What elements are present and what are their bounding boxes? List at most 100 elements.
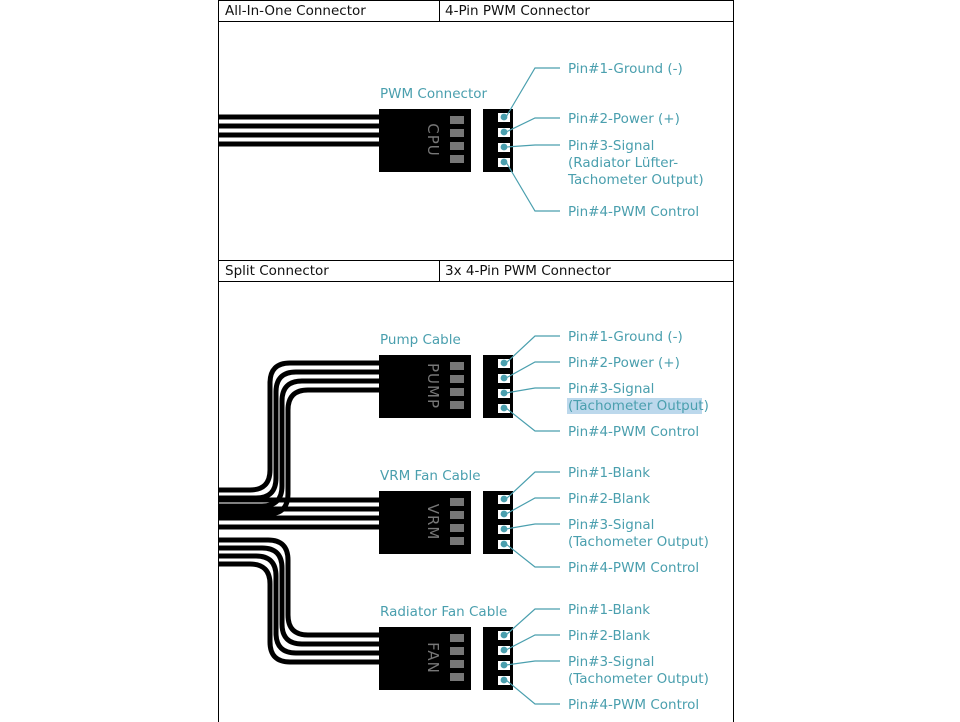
connector-title: VRM Fan Cable bbox=[380, 468, 481, 484]
pin-label: Pin#3-Signal bbox=[568, 654, 654, 670]
connector-title: Radiator Fan Cable bbox=[380, 604, 507, 620]
plug-label: PUMP bbox=[424, 363, 442, 409]
plug-pin bbox=[450, 524, 464, 532]
plug-pin bbox=[450, 116, 464, 124]
cable-wire bbox=[219, 378, 380, 509]
pin-label: Pin#4-PWM Control bbox=[568, 560, 699, 576]
plug-pin bbox=[450, 660, 464, 668]
pin-label: Pin#4-PWM Control bbox=[568, 204, 699, 220]
pin-leader-line bbox=[505, 634, 560, 651]
pin-leader-line bbox=[505, 543, 560, 568]
pin-label: Pin#2-Power (+) bbox=[568, 355, 680, 371]
cable-wire bbox=[219, 561, 380, 665]
pin-leader-line bbox=[505, 335, 560, 364]
pin-label: Pin#2-Power (+) bbox=[568, 111, 680, 127]
cable-wire bbox=[219, 369, 380, 501]
pin-label: Pin#1-Ground (-) bbox=[568, 61, 683, 77]
pin-label: Pin#1-Ground (-) bbox=[568, 329, 683, 345]
plug-pin bbox=[450, 498, 464, 506]
pin-leader-line bbox=[505, 117, 560, 133]
plug-label: VRM bbox=[424, 504, 442, 541]
plug-pin bbox=[450, 647, 464, 655]
pin-label: Pin#3-Signal bbox=[568, 517, 654, 533]
section-header-split: Split Connector 3x 4-Pin PWM Connector bbox=[219, 260, 733, 282]
pin-marker bbox=[500, 158, 508, 166]
pin-marker bbox=[500, 128, 508, 136]
pin-marker bbox=[500, 143, 508, 151]
diagram-frame: All-In-One Connector 4-Pin PWM Connector… bbox=[218, 0, 734, 722]
pin-marker bbox=[500, 676, 508, 684]
plug-pin bbox=[450, 634, 464, 642]
plug-pin bbox=[450, 388, 464, 396]
pin-label: Pin#1-Blank bbox=[568, 602, 650, 618]
connector-vrm: VRM Fan CableVRMPin#1-BlankPin#2-BlankPi… bbox=[379, 465, 709, 576]
pin-label: Tachometer Output) bbox=[567, 172, 704, 188]
pin-marker bbox=[500, 646, 508, 654]
pin-leader-line bbox=[505, 497, 560, 515]
header-aio-connector: All-In-One Connector bbox=[225, 3, 366, 19]
pin-label: Pin#4-PWM Control bbox=[568, 697, 699, 713]
cable-bundle bbox=[219, 114, 380, 665]
pin-label: Pin#4-PWM Control bbox=[568, 424, 699, 440]
pin-marker bbox=[500, 404, 508, 412]
plug-pin bbox=[450, 155, 464, 163]
cable-wire bbox=[219, 537, 380, 638]
pin-marker bbox=[500, 389, 508, 397]
cable-wire bbox=[219, 387, 380, 517]
pin-leader-line bbox=[505, 67, 560, 118]
pin-label: Pin#2-Blank bbox=[568, 491, 650, 507]
cable-wire bbox=[219, 360, 380, 493]
pin-marker bbox=[500, 661, 508, 669]
plug-pin bbox=[450, 142, 464, 150]
header-split-connector: Split Connector bbox=[225, 263, 329, 279]
plug-pin bbox=[450, 401, 464, 409]
pin-leader-line bbox=[505, 161, 560, 212]
text-highlight bbox=[567, 398, 702, 414]
plug-pin bbox=[450, 537, 464, 545]
plug-pin bbox=[450, 673, 464, 681]
pin-leader-line bbox=[505, 660, 560, 666]
pin-label: Pin#2-Blank bbox=[568, 628, 650, 644]
plug-pin bbox=[450, 362, 464, 370]
pin-marker bbox=[500, 510, 508, 518]
pin-leader-line bbox=[505, 679, 560, 705]
pin-marker bbox=[500, 374, 508, 382]
pin-leader-line bbox=[505, 361, 560, 379]
header-3x-4pin: 3x 4-Pin PWM Connector bbox=[445, 263, 611, 279]
header-divider bbox=[439, 261, 440, 281]
pin-leader-line bbox=[505, 387, 560, 394]
plug-pin bbox=[450, 375, 464, 383]
pin-marker bbox=[500, 113, 508, 121]
pin-leader-line bbox=[505, 407, 560, 432]
cable-wire bbox=[219, 545, 380, 647]
pin-marker bbox=[500, 359, 508, 367]
pin-label: Pin#3-Signal bbox=[568, 381, 654, 397]
pin-marker bbox=[500, 540, 508, 548]
pin-leader-line bbox=[505, 608, 560, 636]
plug-pin bbox=[450, 129, 464, 137]
connector-title: Pump Cable bbox=[380, 332, 461, 348]
pin-leader-line bbox=[505, 523, 560, 530]
section-header-aio: All-In-One Connector 4-Pin PWM Connector bbox=[219, 0, 733, 22]
header-divider bbox=[439, 1, 440, 21]
header-4pin-pwm: 4-Pin PWM Connector bbox=[445, 3, 590, 19]
pin-label: (Tachometer Output) bbox=[568, 534, 709, 550]
pin-label: Pin#3-Signal bbox=[568, 138, 654, 154]
pin-leader-line bbox=[505, 144, 560, 148]
plug-pin bbox=[450, 511, 464, 519]
pin-marker bbox=[500, 495, 508, 503]
pin-leader-line bbox=[505, 471, 560, 500]
plug-label: CPU bbox=[424, 123, 442, 157]
pin-label: (Radiator Lüfter- bbox=[568, 155, 678, 171]
pin-marker bbox=[500, 631, 508, 639]
cable-wire bbox=[219, 553, 380, 656]
pin-label: (Tachometer Output) bbox=[568, 671, 709, 687]
plug-label: FAN bbox=[424, 642, 442, 674]
pin-marker bbox=[500, 525, 508, 533]
pin-label: (Tachometer Output) bbox=[568, 398, 709, 414]
connector-title: PWM Connector bbox=[380, 86, 488, 102]
